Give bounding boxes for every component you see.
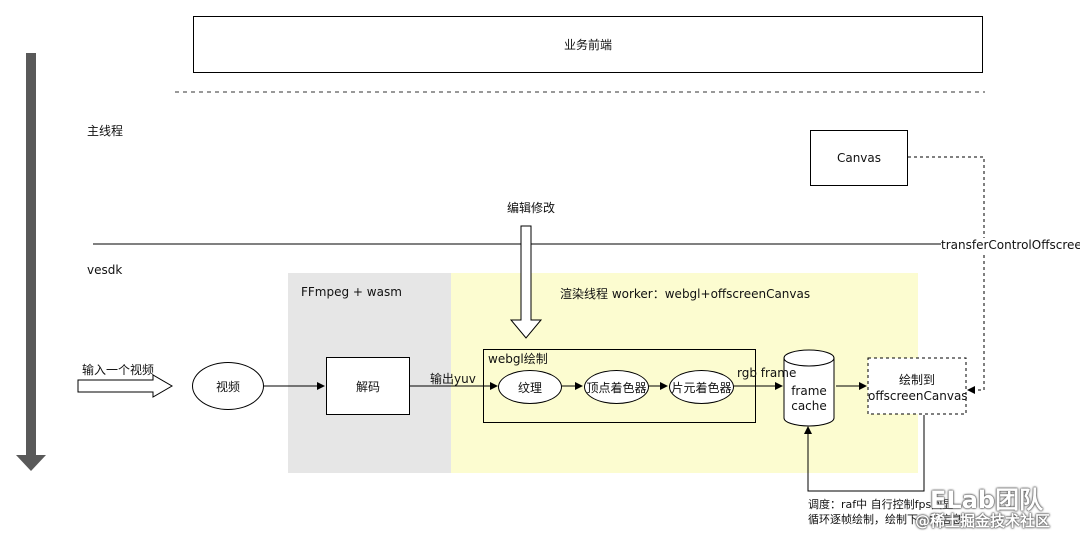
vesdk-label: vesdk xyxy=(87,263,123,277)
webgl-label: webgl绘制 xyxy=(488,352,548,366)
ffmpeg-label: FFmpeg + wasm xyxy=(301,285,402,299)
canvas-box: Canvas xyxy=(810,130,908,186)
canvas-label: Canvas xyxy=(836,151,882,165)
input-arrow xyxy=(77,374,173,398)
vertex-shader-node: 顶点着色器 xyxy=(584,370,649,404)
input-label: 输入一个视频 xyxy=(82,363,155,377)
draw-to-box xyxy=(867,357,967,415)
transfer-label: transferControlOffscreen xyxy=(941,238,1080,252)
output-yuv-label: 输出yuv xyxy=(430,372,476,386)
schedule-line1: 调度：raf中 自行控制fps回显 xyxy=(808,498,954,511)
frame-cache-text: frame cache xyxy=(784,384,834,414)
watermark-brand: ELab团队 xyxy=(930,486,1044,514)
main-thread-label: 主线程 xyxy=(87,124,124,138)
frame-cache-cylinder xyxy=(783,349,835,427)
timeline-arrow xyxy=(16,53,46,471)
render-worker-label: 渲染线程 worker：webgl+offscreenCanvas xyxy=(560,287,811,301)
frontend-box: 业务前端 xyxy=(193,16,983,73)
edit-label: 编辑修改 xyxy=(507,201,556,215)
fragment-shader-label: 片元着色器 xyxy=(671,380,732,395)
video-node: 视频 xyxy=(192,362,264,410)
fragment-shader-node: 片元着色器 xyxy=(669,370,734,404)
schedule-line2: 循环逐帧绘制，绘制下一帧信息 xyxy=(808,513,962,526)
video-label: 视频 xyxy=(215,379,240,394)
texture-label: 纹理 xyxy=(517,380,542,395)
frame-cache-line1: frame xyxy=(791,384,827,398)
decode-label: 解码 xyxy=(355,379,380,394)
vertex-shader-label: 顶点着色器 xyxy=(586,380,647,395)
draw-to-line2: offscreenCanvas xyxy=(868,389,968,403)
texture-node: 纹理 xyxy=(498,370,562,404)
watermark-site: @稀土掘金技术社区 xyxy=(915,512,1051,530)
transfer-connector xyxy=(908,156,985,394)
frontend-label: 业务前端 xyxy=(563,38,612,52)
rgb-frame-label: rgb frame xyxy=(737,366,797,380)
decode-box: 解码 xyxy=(326,357,410,415)
webgl-container xyxy=(483,349,756,423)
draw-to-text: 绘制到 offscreenCanvas xyxy=(868,372,968,404)
schedule-text: 调度：raf中 自行控制fps回显 循环逐帧绘制，绘制下一帧信息 xyxy=(808,497,962,527)
edit-arrow xyxy=(509,225,543,339)
frame-cache-line2: cache xyxy=(791,399,827,413)
draw-to-line1: 绘制到 xyxy=(898,373,935,387)
